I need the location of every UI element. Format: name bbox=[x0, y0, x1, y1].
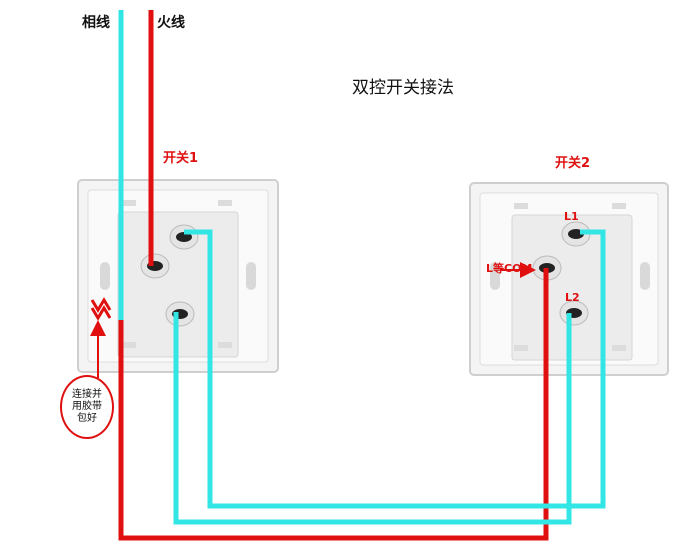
switch2-terminal-l2 bbox=[559, 300, 589, 326]
switch2-com-label: L等COM bbox=[486, 262, 533, 275]
note-line: 用胶带 bbox=[72, 401, 102, 412]
note-line: 连接并 bbox=[72, 389, 102, 400]
neutral-wire-label: 相线 bbox=[82, 15, 110, 31]
switch1-terminal-top bbox=[169, 224, 199, 250]
switch2-plate bbox=[469, 182, 669, 376]
switch1-terminal-bottom bbox=[165, 301, 195, 327]
switch2-label: 开关2 bbox=[555, 156, 591, 171]
switch2-l2-label: L2 bbox=[565, 291, 580, 304]
switch1-plate bbox=[77, 179, 279, 373]
switch2-l1-label: L1 bbox=[564, 210, 579, 223]
traveller-wire-1 bbox=[184, 229, 606, 509]
wiring-note: 连接并 用胶带 包好 bbox=[60, 375, 114, 439]
note-line: 包好 bbox=[77, 413, 97, 424]
diagram-title: 双控开关接法 bbox=[352, 78, 454, 98]
traveller-wire-2 bbox=[173, 312, 572, 525]
switch1-label: 开关1 bbox=[163, 151, 199, 166]
live-wire-label: 火线 bbox=[157, 15, 185, 31]
join-mark bbox=[90, 297, 112, 321]
switch1-terminal-com bbox=[140, 253, 170, 279]
return-wire bbox=[118, 268, 549, 541]
